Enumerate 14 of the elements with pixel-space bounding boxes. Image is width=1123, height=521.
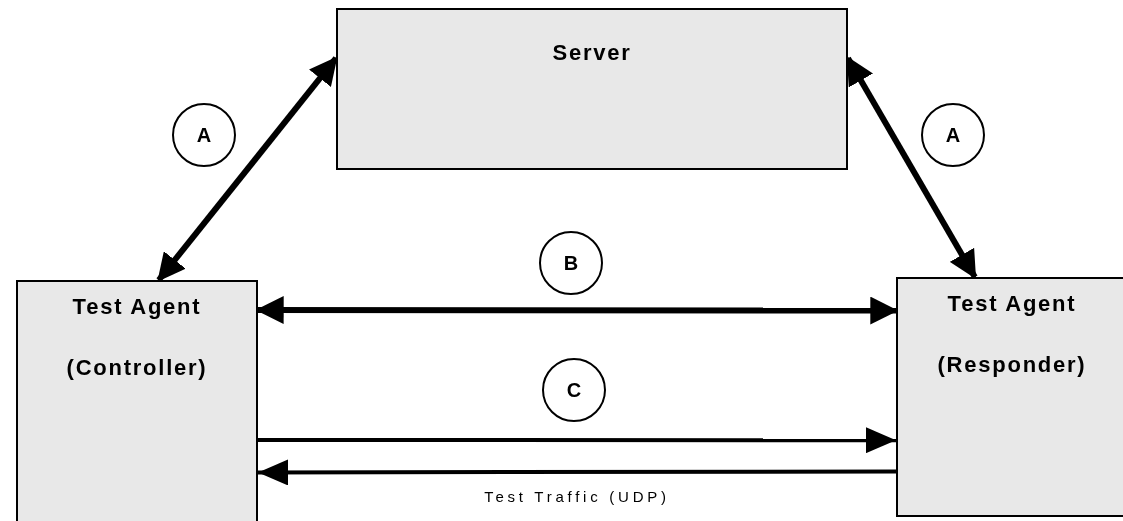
process-box [896,277,1123,517]
box-title: (Controller) [66,354,208,382]
arrow [258,459,896,486]
box-title: Test Agent [72,293,202,321]
circled-letter: A [921,103,985,167]
arrow [258,427,896,454]
circled-letter: C [542,358,606,422]
box-title: Server [552,39,632,67]
circled-letter: B [539,231,603,295]
box-title: (Responder) [937,351,1087,379]
circled-letter: A [172,103,236,167]
process-box [16,280,258,521]
process-box [336,8,848,170]
box-title: Test Agent [947,290,1077,318]
